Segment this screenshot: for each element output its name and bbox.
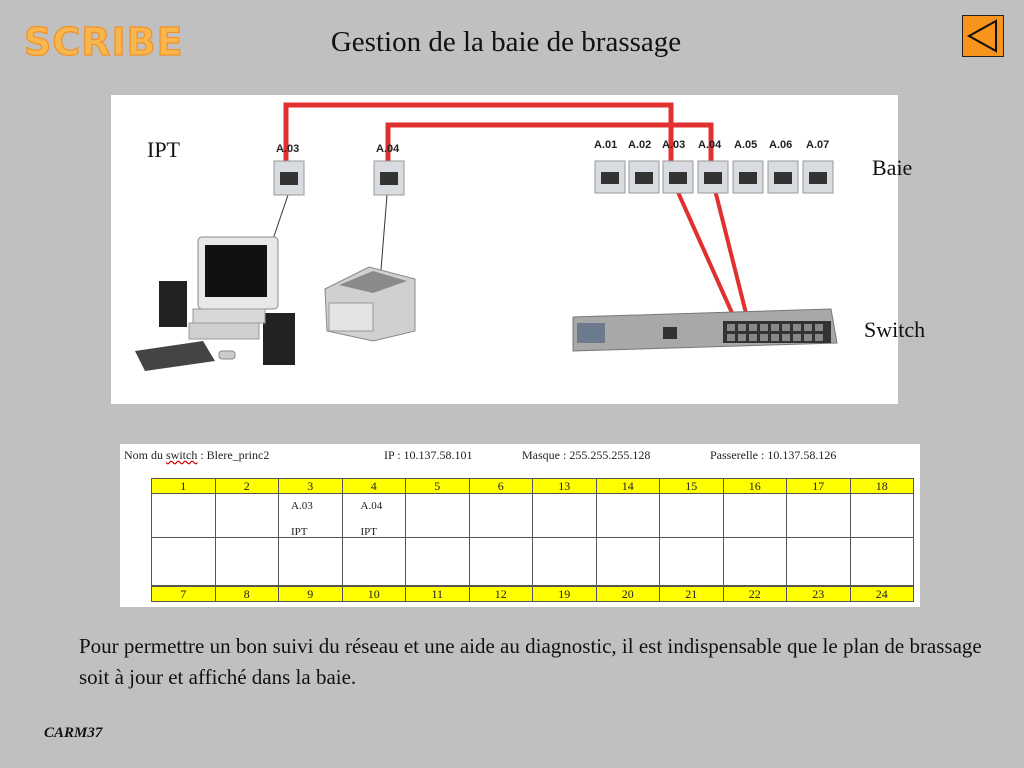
port-cell [152,494,216,538]
bottom-port-row: 7 8 9 10 11 12 19 20 21 22 23 24 [151,586,914,602]
port-number: 19 [533,587,597,601]
port-cell [596,494,660,538]
port-cell [660,494,724,538]
port-cell-4: A.04 IPT [342,494,406,538]
switch-port-table: Nom du switch : Blere_princ2 IP : 10.137… [120,444,920,607]
wall-socket-a04 [373,160,405,196]
scribe-logo: SCRIBE [23,19,184,64]
port-number: 1 [152,479,216,493]
port-number: 12 [470,587,533,601]
page-title: Gestion de la baie de brassage [330,26,682,58]
wall-port-label: A.03 [276,143,299,155]
port-cell [596,538,660,586]
port-number: 10 [343,587,406,601]
printer-icon [324,266,416,342]
port-cell-3: A.03 IPT [279,494,343,538]
baie-label: Baie [872,155,913,180]
switch-gateway: Passerelle : 10.137.58.126 [710,448,837,462]
switch-icon [572,308,838,352]
ipt-label: IPT [147,137,180,162]
pc-icon [135,236,295,371]
port-cell [342,538,406,586]
port-number: 4 [343,479,406,493]
port-number: 5 [406,479,470,493]
port-number: 6 [470,479,533,493]
triangle-left-icon [966,19,997,53]
wall-port-label: A.04 [376,143,400,155]
printer-cable [380,194,388,271]
port-entries-row-bottom [151,538,914,586]
baie-sockets [594,160,834,194]
port-number: 11 [406,587,470,601]
port-cell [533,494,597,538]
port-4-line2: IPT [360,526,378,538]
port-number: 17 [787,479,851,493]
port-number: 9 [279,587,343,601]
port-number: 23 [787,587,851,601]
port-cell [469,538,533,586]
port-number: 18 [875,479,888,493]
port-number: 22 [724,587,787,601]
patch-cord-a04 [385,122,714,170]
caption-text: Pour permettre un bon suivi du réseau et… [79,634,982,689]
port-number: 3 [279,479,343,493]
port-cell [723,494,787,538]
port-number: 16 [724,479,787,493]
port-cell [406,538,470,586]
switch-cord-2 [713,189,753,334]
port-cell [660,538,724,586]
baie-port-label: A.07 [806,139,829,151]
port-number: 13 [533,479,597,493]
switch-name: Nom du switch : Blere_princ2 [124,448,270,462]
switch-mask: Masque : 255.255.255.128 [522,448,651,462]
baie-port-label: A.03 [662,139,685,151]
port-cell [850,494,914,538]
port-cell [406,494,470,538]
patch-cord-a03 [283,102,674,170]
port-number: 8 [216,587,279,601]
port-cell [723,538,787,586]
switch-cord-1 [675,189,743,334]
top-port-row: 1 2 3 4 5 6 13 14 15 16 17 18 [151,478,914,494]
port-number: 2 [216,479,279,493]
port-cell [787,538,851,586]
back-button[interactable] [962,15,1004,57]
switch-label: Switch [864,317,926,342]
port-cell [469,494,533,538]
port-cell [279,538,343,586]
port-number: 14 [597,479,660,493]
baie-port-label: A.01 [594,139,617,151]
port-cell [152,538,216,586]
port-number: 20 [597,587,660,601]
port-number: 15 [660,479,724,493]
baie-port-label: A.04 [698,139,722,151]
wall-socket-a03 [273,160,305,196]
port-number: 7 [152,587,216,601]
port-cell [533,538,597,586]
port-cell [215,538,279,586]
baie-port-label: A.05 [734,139,757,151]
baie-port-label: A.02 [628,139,651,151]
switch-ip: IP : 10.137.58.101 [384,448,473,462]
port-entries-row-top: A.03 IPT A.04 IPT [151,494,914,538]
port-4-line1: A.04 [360,500,383,512]
port-cell [215,494,279,538]
port-number: 24 [875,587,888,601]
baie-port-label: A.06 [769,139,792,151]
port-3-line2: IPT [291,526,308,538]
port-number: 21 [660,587,724,601]
patch-diagram: A.03 A.04 A.01 A.02 A.03 A.04 A.05 A.06 … [111,95,898,404]
port-3-line1: A.03 [291,500,313,512]
footer-label: CARM37 [44,725,103,741]
port-cell [787,494,851,538]
port-cell [850,538,914,586]
